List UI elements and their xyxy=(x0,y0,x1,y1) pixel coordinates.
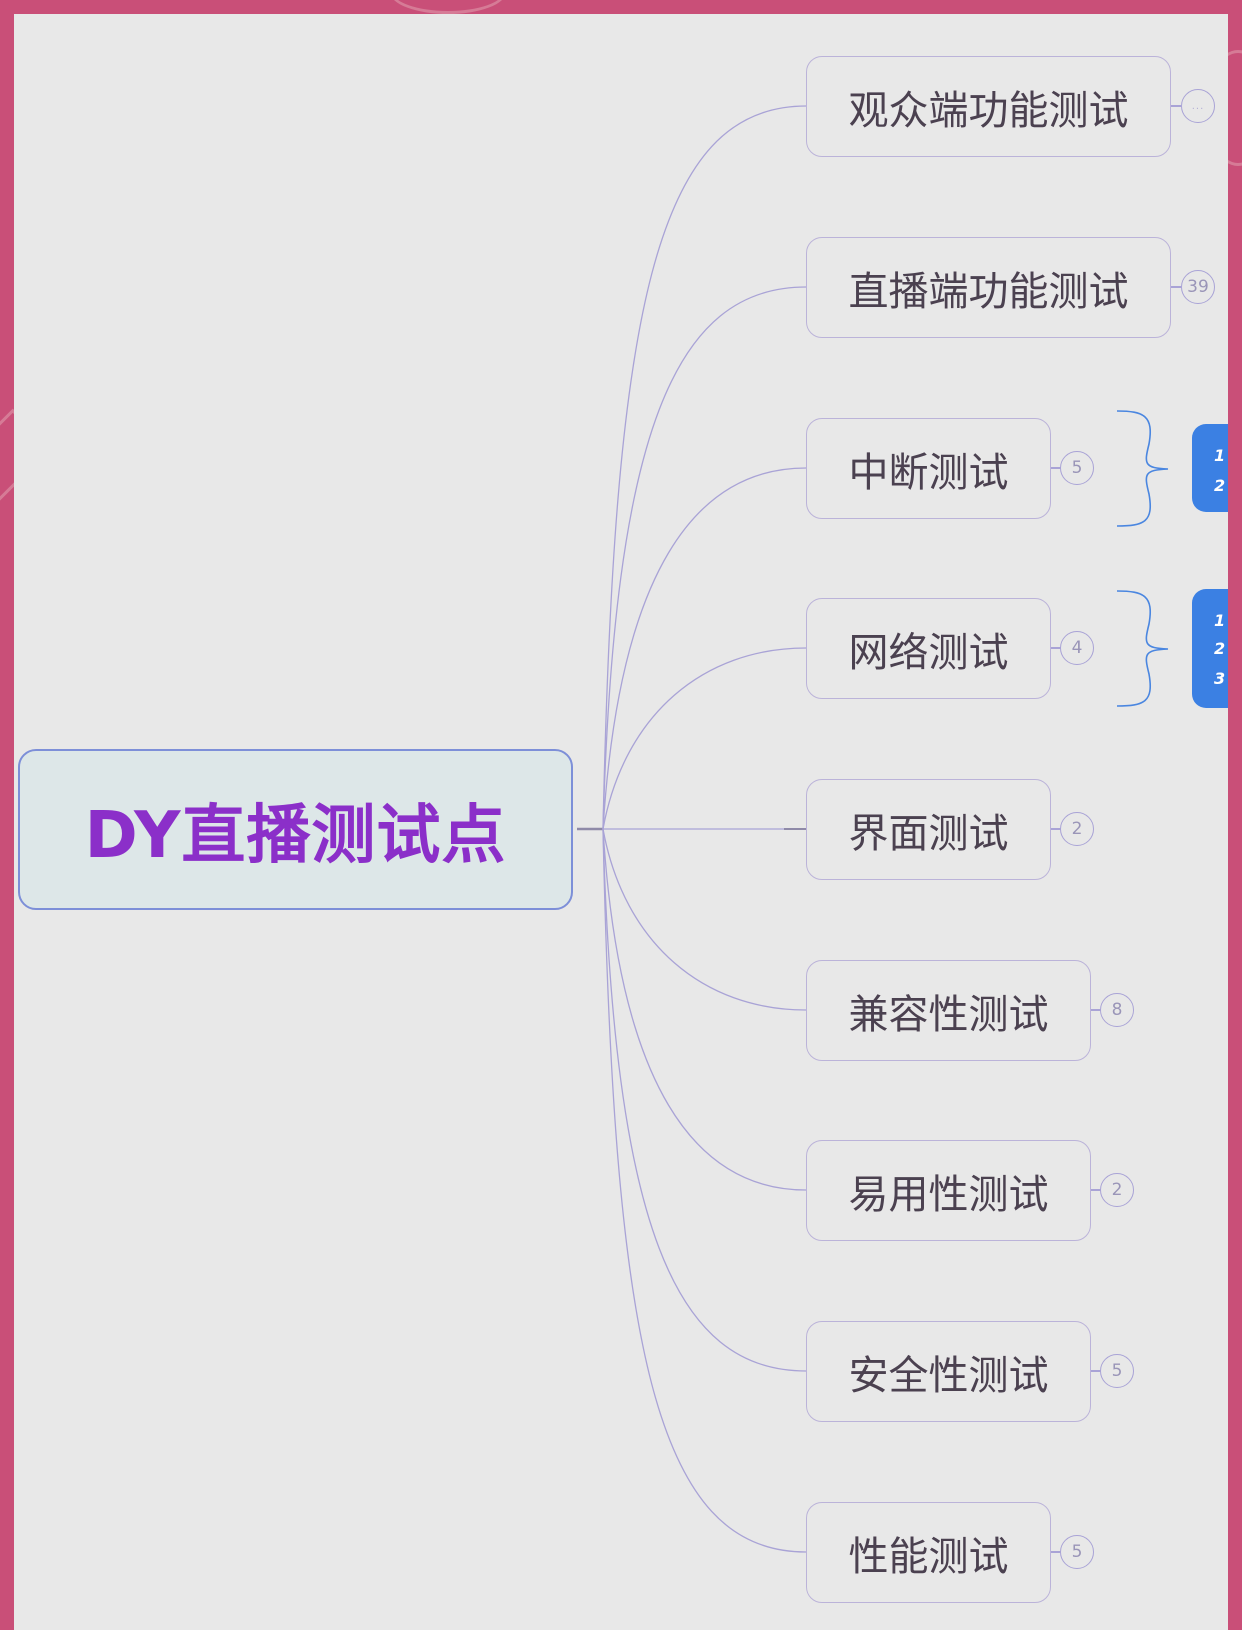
connector-lines xyxy=(577,105,1169,1553)
branch-topic[interactable]: 观众端功能测试 xyxy=(806,56,1171,157)
branch-topic[interactable]: 界面测试 xyxy=(806,779,1051,880)
connector-stub xyxy=(1051,647,1061,649)
branch-topic-label: 安全性测试 xyxy=(848,1352,1049,1399)
expand-count-badge[interactable]: 8 xyxy=(1100,993,1134,1027)
expand-count-badge[interactable]: 5 xyxy=(1100,1354,1134,1388)
branch-topic-label: 性能测试 xyxy=(848,1533,1009,1580)
summary-topic[interactable]: 1 2 3 xyxy=(1192,589,1228,708)
expand-count-badge[interactable]: 39 xyxy=(1181,270,1215,304)
expand-count-badge[interactable]: 2 xyxy=(1060,812,1094,846)
summary-item: 2 xyxy=(1214,476,1226,495)
branch-topic[interactable]: 易用性测试 xyxy=(806,1140,1091,1241)
branch-topic-label: 兼容性测试 xyxy=(848,991,1049,1038)
branch-topic[interactable]: 安全性测试 xyxy=(806,1321,1091,1422)
connector-stub xyxy=(1091,1370,1101,1372)
branch-topic-label: 观众端功能测试 xyxy=(848,87,1129,134)
expand-count-badge[interactable]: 2 xyxy=(1100,1173,1134,1207)
summary-item: 2 xyxy=(1214,639,1226,658)
frame-decoration xyxy=(390,0,506,14)
summary-item: 1 xyxy=(1214,611,1226,630)
branch-topic-label: 易用性测试 xyxy=(848,1171,1049,1218)
connector-stub xyxy=(1171,105,1181,107)
summary-item: 1 xyxy=(1214,446,1226,465)
branch-topic-label: 网络测试 xyxy=(848,629,1009,676)
summary-topic[interactable]: 1 2 xyxy=(1192,424,1228,512)
connector-stub xyxy=(1051,467,1061,469)
connector-stub xyxy=(1051,828,1061,830)
connector-stub xyxy=(1171,286,1181,288)
branch-topic[interactable]: 网络测试 xyxy=(806,598,1051,699)
branch-topic[interactable]: 性能测试 xyxy=(806,1502,1051,1603)
branch-topic-label: 界面测试 xyxy=(848,810,1009,857)
root-topic[interactable]: DY直播测试点 xyxy=(18,749,573,910)
branch-topic[interactable]: 兼容性测试 xyxy=(806,960,1091,1061)
expand-count-badge[interactable]: 5 xyxy=(1060,451,1094,485)
connector-stub xyxy=(1051,1551,1061,1553)
summary-item: 3 xyxy=(1214,669,1226,688)
branch-topic[interactable]: 直播端功能测试 xyxy=(806,237,1171,338)
expand-count-badge[interactable]: 4 xyxy=(1060,631,1094,665)
mindmap-canvas[interactable]: DY直播测试点 观众端功能测试 ... 直播端功能测试 39 中断测试 5 1 … xyxy=(14,14,1228,1630)
connector-stub xyxy=(1091,1189,1101,1191)
branch-topic[interactable]: 中断测试 xyxy=(806,418,1051,519)
branch-topic-label: 中断测试 xyxy=(848,449,1009,496)
connector-stub xyxy=(1091,1009,1101,1011)
branch-topic-label: 直播端功能测试 xyxy=(848,268,1129,315)
expand-count-badge[interactable]: 5 xyxy=(1060,1535,1094,1569)
collapse-toggle-ellipsis-icon[interactable]: ... xyxy=(1181,89,1215,123)
root-topic-label: DY直播测试点 xyxy=(84,798,507,873)
